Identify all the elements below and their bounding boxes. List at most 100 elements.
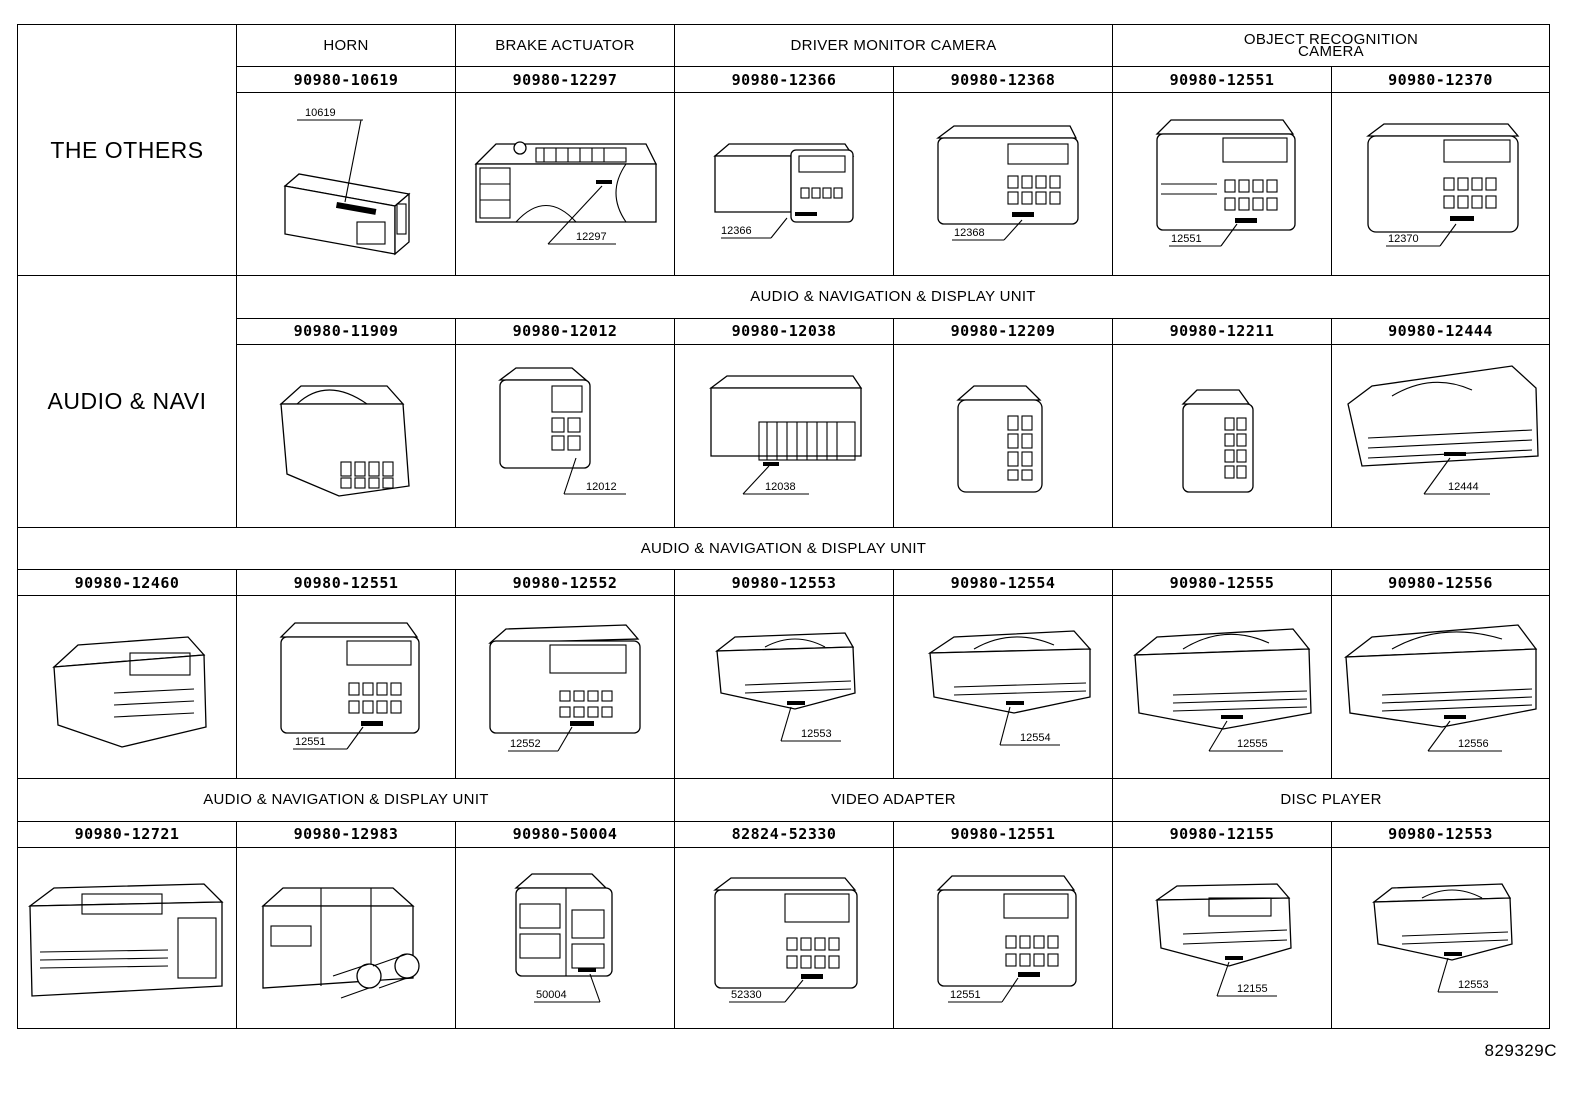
group-label-audio-navigation-display: AUDIO & NAVIGATION & DISPLAY UNIT	[16, 526, 1551, 571]
connector-illustration: 52330	[674, 846, 894, 1030]
connector-drawing: 12444	[1347, 365, 1539, 495]
connector-drawing: 12038	[709, 375, 863, 495]
callout-label: 12012	[586, 481, 617, 493]
connector-illustration: 12368	[892, 92, 1114, 277]
connector-drawing: 12370	[1366, 123, 1520, 247]
part-number: 90980-12460	[17, 569, 237, 597]
connector-drawing: 12555	[1133, 628, 1312, 752]
connector-illustration: 12552	[455, 595, 675, 780]
part-number: 90980-12297	[455, 66, 675, 94]
connector-drawing: 10619	[283, 107, 411, 256]
connector-illustration: 12297	[455, 92, 675, 277]
part-number: 90980-12211	[1112, 317, 1333, 345]
section-label-text: AUDIO & NAVI	[47, 388, 207, 415]
part-number: 90980-12983	[236, 820, 456, 848]
part-number: 90980-12554	[892, 569, 1114, 597]
part-number: 90980-12551	[236, 569, 456, 597]
connector-drawing: 12556	[1343, 624, 1538, 752]
connector-illustration: 12551	[236, 595, 456, 780]
callout-label: 12553	[801, 728, 832, 740]
part-number: 90980-12553	[1331, 820, 1551, 848]
group-label-horn: HORN	[236, 23, 456, 68]
connector-drawing: 12366	[713, 143, 855, 239]
connector-drawing: 52330	[713, 877, 858, 1003]
part-number: 90980-12368	[892, 66, 1114, 94]
part-number: 90980-50004	[455, 820, 675, 848]
connector-drawing: 12552	[488, 624, 641, 752]
connector-illustration: 12554	[892, 595, 1114, 780]
connector-illustration: 12370	[1331, 92, 1551, 277]
callout-label: 12444	[1448, 481, 1479, 493]
group-label-object-recognition-camera: OBJECT RECOGNITION CAMERA	[1112, 23, 1551, 68]
connector-illustration	[17, 595, 237, 780]
connector-table: THE OTHERS HORN BRAKE ACTUATOR DRIVER MO…	[16, 23, 1551, 1030]
connector-drawing: 12553	[1372, 883, 1513, 993]
callout-label: 12551	[1171, 233, 1202, 245]
connector-drawing: 12551	[936, 875, 1077, 1003]
callout-label: 10619	[305, 107, 336, 119]
connector-drawing	[956, 385, 1043, 493]
connector-drawing: 50004	[514, 873, 613, 1003]
connector-drawing: 12551	[279, 622, 420, 750]
part-number: 90980-12366	[674, 66, 894, 94]
group-label-audio-navigation-display: AUDIO & NAVIGATION & DISPLAY UNIT	[235, 275, 1551, 319]
connector-illustration: 12366	[674, 92, 894, 277]
connector-drawing	[261, 887, 420, 999]
connector-drawing	[27, 883, 224, 997]
part-number: 90980-12555	[1112, 569, 1333, 597]
group-label-driver-monitor-camera: DRIVER MONITOR CAMERA	[673, 23, 1114, 68]
connector-drawing: 12155	[1154, 883, 1292, 997]
group-label-audio-navigation-display: AUDIO & NAVIGATION & DISPLAY UNIT	[17, 778, 675, 822]
connector-illustration: 12553	[674, 595, 894, 780]
section-label-audio-navi: AUDIO & NAVI	[17, 275, 237, 528]
group-label-brake-actuator: BRAKE ACTUATOR	[455, 23, 675, 68]
group-label-text: OBJECT RECOGNITION CAMERA	[1243, 30, 1419, 60]
callout-label: 12366	[721, 225, 752, 237]
connector-illustration: 12038	[674, 343, 894, 528]
section-label-text: THE OTHERS	[50, 136, 204, 163]
callout-label: 12297	[576, 231, 607, 243]
part-number: 90980-12551	[1112, 66, 1333, 94]
callout-label: 12155	[1237, 983, 1268, 995]
connector-illustration	[236, 343, 456, 528]
callout-label: 12552	[510, 738, 541, 750]
connector-illustration: 12551	[892, 846, 1114, 1030]
connector-drawing: 12368	[936, 125, 1079, 241]
callout-label: 52330	[731, 989, 762, 1001]
connector-illustration	[236, 846, 456, 1030]
connector-drawing: 12553	[715, 632, 856, 742]
part-number: 90980-12553	[674, 569, 894, 597]
connector-drawing	[279, 385, 410, 497]
callout-label: 12556	[1458, 738, 1489, 750]
connector-illustration: 12553	[1331, 846, 1551, 1030]
part-number: 90980-12721	[17, 820, 237, 848]
part-number: 90980-11909	[236, 317, 456, 345]
part-number: 90980-12012	[455, 317, 675, 345]
connector-drawing	[52, 636, 207, 748]
connector-drawing: 12012	[498, 367, 626, 495]
part-number: 90980-12209	[892, 317, 1114, 345]
connector-drawing: 12551	[1155, 119, 1296, 247]
connector-illustration: 10619	[236, 92, 456, 277]
connector-illustration	[892, 343, 1114, 528]
section-label-the-others: THE OTHERS	[17, 23, 237, 277]
group-label-disc-player: DISC PLAYER	[1112, 778, 1551, 822]
callout-label: 12368	[954, 227, 985, 239]
callout-label: 12554	[1020, 732, 1051, 744]
connector-illustration: 12012	[455, 343, 675, 528]
callout-label: 12551	[950, 989, 981, 1001]
callout-label: 12553	[1458, 979, 1489, 991]
connector-illustration: 12551	[1112, 92, 1333, 277]
callout-label: 50004	[536, 989, 567, 1001]
connector-illustration: 12555	[1112, 595, 1333, 780]
connector-illustration	[17, 846, 237, 1030]
connector-illustration: 12556	[1331, 595, 1551, 780]
part-number: 90980-12551	[892, 820, 1114, 848]
callout-label: 12555	[1237, 738, 1268, 750]
callout-label: 12038	[765, 481, 796, 493]
figure-code: 829329C	[1484, 1041, 1557, 1060]
part-number: 90980-12556	[1331, 569, 1551, 597]
connector-illustration: 12444	[1331, 343, 1551, 528]
callout-label: 12370	[1388, 233, 1419, 245]
part-number: 90980-10619	[236, 66, 456, 94]
